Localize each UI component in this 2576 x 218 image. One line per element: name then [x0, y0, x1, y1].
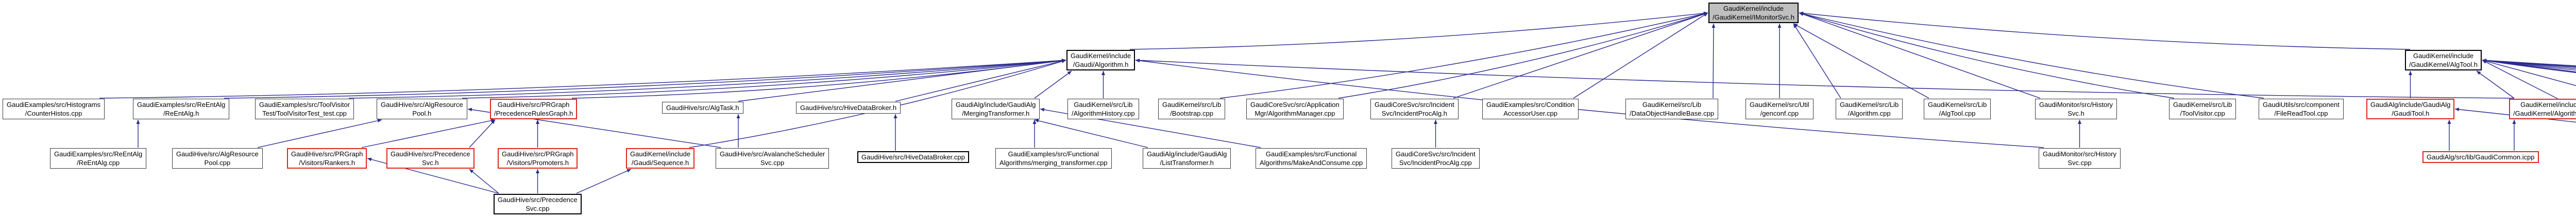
graph-node-counterhistos[interactable]: GaudiExamples/src/Histograms /CounterHis… — [3, 99, 105, 119]
edge-reentalgh-to-algh — [224, 59, 1066, 99]
graph-node-dataobjecthandlebasecpp[interactable]: GaudiKernel/src/Lib /DataObjectHandleBas… — [1625, 99, 1719, 119]
edge-listtransformerh-to-mergingtransformer — [1034, 119, 1148, 148]
graph-node-algorithmhistorycpp[interactable]: GaudiKernel/src/Lib /AlgorithmHistory.cp… — [1067, 99, 1139, 119]
edge-hivedatabrokerh-to-algh — [895, 59, 1066, 102]
edge-algtoolh-to-root — [1799, 11, 2411, 50]
graph-node-historysvccpp[interactable]: GaudiMonitor/src/History Svc.cpp — [2039, 148, 2121, 169]
graph-node-conditionaccessorusercpp[interactable]: GaudiExamples/src/Condition AccessorUser… — [1482, 99, 1579, 119]
graph-node-algtoolcpp[interactable]: GaudiKernel/src/Lib /AlgTool.cpp — [1924, 99, 1991, 119]
edge-dodbasicmapperh-to-algtoolh — [2482, 59, 2576, 71]
edge-algh-to-root — [1129, 11, 1708, 50]
graph-node-filereadtoolcpp[interactable]: GaudiUtils/src/component /FileReadTool.c… — [2259, 99, 2344, 119]
edge-toolsvccpp-to-algtoolh — [2482, 59, 2576, 74]
edge-gkalgorithmh-to-algtoolh — [2476, 70, 2515, 99]
graph-node-algresourcepoolcpp[interactable]: GaudiHive/src/AlgResource Pool.cpp — [172, 148, 263, 169]
edge-historysvccpp-to-algh — [1135, 59, 2044, 148]
graph-node-incidentprocalgcpp[interactable]: GaudiCoreSvc/src/Incident Svc/IncidentPr… — [1392, 148, 1480, 169]
edge-precedencesvch-to-prgraph — [469, 119, 496, 148]
edge-dataobjecthandlebasecpp-to-root — [1711, 23, 1716, 99]
edge-toolvisitortest-to-algh — [348, 59, 1066, 99]
graph-node-algresourcepoolh[interactable]: GaudiHive/src/AlgResource Pool.h — [377, 99, 467, 119]
graph-node-makeandconsumecpp[interactable]: GaudiExamples/src/Functional Algorithms/… — [1256, 148, 1367, 169]
edge-algresourcepoolh-to-algh — [462, 59, 1066, 99]
graph-node-gkalgorithmh[interactable]: GaudiKernel/include /GaudiKernel/Algorit… — [2509, 99, 2576, 119]
edge-filereadtoolcpp-to-root — [1799, 12, 2264, 99]
graph-node-algtoolh[interactable]: GaudiKernel/include /GaudiKernel/AlgTool… — [2405, 50, 2482, 70]
edge-algtaskh-to-algh — [738, 59, 1066, 102]
graph-node-reentalgcpp[interactable]: GaudiExamples/src/ReEntAlg /ReEntAlg.cpp — [50, 148, 147, 169]
graph-node-hivedatabrokerh[interactable]: GaudiHive/src/HiveDataBroker.h — [796, 102, 901, 114]
graph-node-reentalgh[interactable]: GaudiExamples/src/ReEntAlg /ReEntAlg.h — [133, 99, 230, 119]
edge-algorithmmanagercpp-to-root — [1338, 12, 1708, 99]
edge-toolvisitorcpp-to-root — [1799, 12, 2175, 99]
graph-node-bootstrapcpp[interactable]: GaudiKernel/src/Lib /Bootstrap.cpp — [1158, 99, 1226, 119]
edge-incidentprocalgh-to-root — [1453, 12, 1708, 99]
graph-node-sequenceh[interactable]: GaudiKernel/include /Gaudi/Sequence.h — [626, 148, 695, 169]
graph-node-genconfcpp[interactable]: GaudiKernel/src/Util /genconf.cpp — [1745, 99, 1814, 119]
graph-node-algh[interactable]: GaudiKernel/include /Gaudi/Algorithm.h — [1066, 50, 1136, 70]
graph-node-algtaskh[interactable]: GaudiHive/src/AlgTask.h — [662, 102, 743, 114]
graph-node-incidentprocalgh[interactable]: GaudiCoreSvc/src/Incident Svc/IncidentPr… — [1370, 99, 1459, 119]
graph-node-toolvisitorcpp[interactable]: GaudiKernel/src/Lib /ToolVisitor.cpp — [2169, 99, 2236, 119]
edge-algresourcepoolcpp-to-algresourcepoolh — [257, 119, 382, 148]
graph-node-gaudicommonicpp[interactable]: GaudiAlg/src/lib/GaudiCommon.icpp — [2422, 151, 2539, 163]
graph-node-precedencesvch[interactable]: GaudiHive/src/Precedence Svc.h — [386, 148, 474, 169]
edge-partitionswitchtoolcpp-to-algtoolh — [2482, 59, 2576, 86]
edge-bootstrapcpp-to-root — [1219, 12, 1708, 99]
graph-node-rankersh[interactable]: GaudiHive/src/PRGraph /Visitors/Rankers.… — [287, 148, 367, 169]
graph-node-listtransformerh[interactable]: GaudiAlg/include/GaudiAlg /ListTransform… — [1143, 148, 1231, 169]
graph-node-mergingtransformer[interactable]: GaudiAlg/include/GaudiAlg /MergingTransf… — [952, 99, 1040, 119]
graph-node-prgraph[interactable]: GaudiHive/src/PRGraph /PrecedenceRulesGr… — [490, 99, 578, 119]
graph-node-mergingtransformercpp[interactable]: GaudiExamples/src/Functional Algorithms/… — [995, 148, 1112, 169]
graph-node-hivedatabrokercpp[interactable]: GaudiHive/src/HiveDataBroker.cpp — [857, 151, 969, 163]
edge-precedencesvccpp-to-precedencesvch — [469, 169, 499, 194]
edge-historysvch-to-root — [1799, 12, 2041, 99]
graph-node-toolvisitortest[interactable]: GaudiExamples/src/ToolVisitor Test/ToolV… — [255, 99, 354, 119]
edge-mergingtransformer-to-algh — [1034, 70, 1072, 99]
edge-conditionaccessorusercpp-to-root — [1573, 12, 1708, 99]
graph-node-gauditoolh[interactable]: GaudiAlg/include/GaudiAlg /GaudiTool.h — [2366, 99, 2455, 119]
edge-gkalgorithmh-to-algh — [1135, 58, 2515, 99]
edge-algtoolcpp-to-root — [1793, 23, 1929, 99]
edge-counterhistos-to-algh — [99, 59, 1066, 99]
graph-node-algorithmmanagercpp[interactable]: GaudiCoreSvc/src/Application Mgr/Algorit… — [1246, 99, 1344, 119]
edge-datasvcfileentries-to-algtoolh — [2482, 59, 2576, 72]
edge-rankersh-to-prgraph — [361, 119, 496, 148]
graph-node-promotersh[interactable]: GaudiHive/src/PRGraph /Visitors/Promoter… — [498, 148, 578, 169]
graph-node-historysvch[interactable]: GaudiMonitor/src/History Svc.h — [2035, 99, 2117, 119]
graph-node-root[interactable]: GaudiKernel/include /GaudiKernel/IMonito… — [1708, 3, 1799, 23]
edge-precedencesvccpp-to-sequenceh — [576, 169, 632, 194]
graph-node-algorithmcpp[interactable]: GaudiKernel/src/Lib /Algorithm.cpp — [1836, 99, 1903, 119]
graph-node-avalancheschedulercpp[interactable]: GaudiHive/src/AvalancheScheduler Svc.cpp — [716, 148, 829, 169]
edge-algorithmcpp-to-root — [1793, 23, 1841, 99]
graph-node-precedencesvccpp[interactable]: GaudiHive/src/Precedence Svc.cpp — [494, 194, 582, 214]
